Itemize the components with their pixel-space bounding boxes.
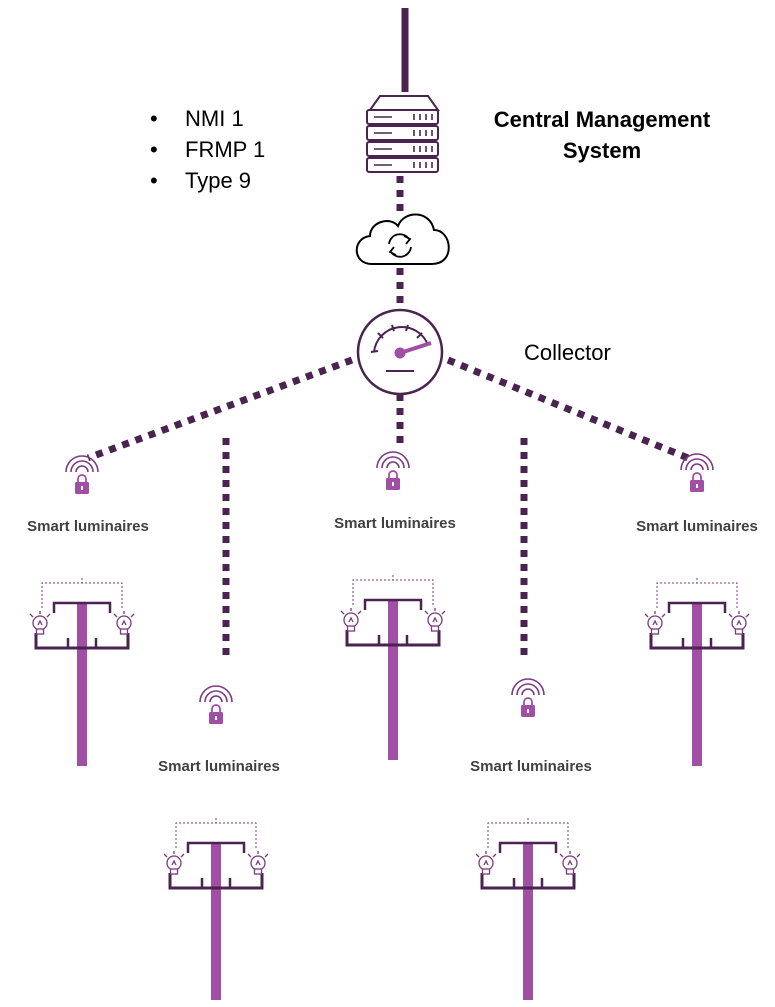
luminaire-wiring — [656, 578, 738, 608]
bulb-icon — [163, 851, 185, 875]
luminaire-label-4: Smart luminaires — [470, 758, 592, 775]
wireless-lock-icon — [680, 453, 714, 492]
bulb-icon — [29, 611, 51, 635]
luminaire-wiring — [41, 578, 123, 608]
wireless-lock-icon — [199, 685, 233, 724]
pole — [388, 600, 398, 760]
smart-luminaire-2 — [163, 685, 269, 1000]
collector-label: Collector — [524, 340, 611, 365]
pole-crossarm — [34, 601, 130, 650]
luminaire-label-5: Smart luminaires — [636, 518, 758, 535]
meter-info-list: NMI 1 FRMP 1 Type 9 — [150, 103, 265, 196]
link-collector-lum-5 — [446, 356, 690, 462]
smart-luminaire-3 — [340, 451, 446, 760]
pole — [523, 843, 533, 1000]
bulb-icon — [728, 611, 750, 635]
wireless-lock-icon — [376, 451, 410, 490]
pole — [692, 603, 702, 766]
bulb-icon — [247, 851, 269, 875]
cloud-sync-icon — [355, 213, 450, 265]
pole-crossarm — [345, 598, 441, 647]
smart-luminaire-4 — [475, 678, 581, 1000]
wireless-lock-icon — [65, 455, 99, 494]
luminaire-label-3: Smart luminaires — [334, 515, 456, 532]
luminaire-label-1: Smart luminaires — [27, 518, 149, 535]
meter-info-item: NMI 1 — [150, 103, 265, 134]
smart-luminaire-1 — [29, 455, 135, 766]
dotted-links — [86, 176, 690, 656]
bulb-icon — [644, 611, 666, 635]
bulb-icon — [424, 608, 446, 632]
pole-crossarm — [168, 841, 264, 890]
meter-info-item: Type 9 — [150, 165, 265, 196]
wireless-lock-icon — [511, 678, 545, 717]
bulb-icon — [475, 851, 497, 875]
pole — [211, 843, 221, 1000]
luminaire-wiring — [487, 818, 569, 848]
pole — [77, 603, 87, 766]
pole-crossarm — [480, 841, 576, 890]
smart-luminaire-5 — [644, 453, 750, 766]
luminaire-wiring — [352, 575, 434, 605]
bulb-icon — [340, 608, 362, 632]
server-icon — [366, 95, 440, 173]
cms-title: Central Management System — [493, 107, 711, 163]
luminaire-label-2: Smart luminaires — [158, 758, 280, 775]
bulb-icon — [559, 851, 581, 875]
gauge-icon — [356, 308, 444, 396]
pole-crossarm — [649, 601, 745, 650]
luminaire-wiring — [175, 818, 257, 848]
link-collector-lum-1 — [86, 356, 354, 462]
meter-info-item: FRMP 1 — [150, 134, 265, 165]
bulb-icon — [113, 611, 135, 635]
